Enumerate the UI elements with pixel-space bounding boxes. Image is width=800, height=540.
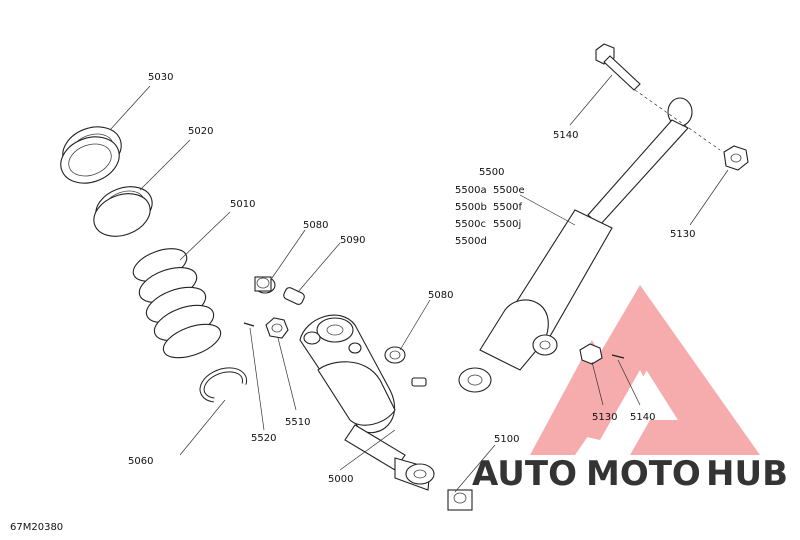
callout-5000: 5000 [328, 474, 353, 485]
watermark-logo [530, 285, 760, 455]
coil-spring-5010 [132, 248, 222, 359]
watermark-auto: AUTO [472, 454, 577, 494]
bushing-5080-right [384, 346, 406, 364]
callout-5090: 5090 [340, 235, 365, 246]
callout-5500a: 5500a [455, 185, 487, 196]
leader-lines [109, 74, 729, 493]
watermark-wordmark: AUTO MOTO HUB [472, 454, 788, 494]
bolt-5140-bottom [611, 354, 625, 359]
callout-5100: 5100 [494, 434, 519, 445]
spring-clip-5060 [199, 367, 247, 403]
watermark-moto: MOTO [586, 454, 701, 494]
bushing-5100 [447, 489, 473, 511]
callout-5520: 5520 [251, 433, 276, 444]
callout-5130-bottom: 5130 [592, 412, 617, 423]
callout-5500f: 5500f [493, 202, 522, 213]
callout-5140-top: 5140 [553, 130, 578, 141]
small-bolt [411, 377, 427, 387]
callout-5140-bottom: 5140 [630, 412, 655, 423]
bolt-5140 [595, 43, 641, 91]
shock-absorber-5000 [299, 314, 435, 491]
callout-5500e: 5500e [493, 185, 525, 196]
diagram-id: 67M20380 [10, 522, 63, 533]
callout-5510: 5510 [285, 417, 310, 428]
spring-seat-5020 [93, 186, 153, 237]
bushing-5080-left [254, 276, 276, 294]
nut-5130-top [723, 145, 749, 171]
callout-5060: 5060 [128, 456, 153, 467]
callout-5080-left: 5080 [303, 220, 328, 231]
nut-5130-bottom [579, 343, 603, 365]
shock-absorber-5500 [458, 97, 693, 393]
nut-5510 [265, 317, 289, 339]
callout-5500c: 5500c [455, 219, 486, 230]
watermark-hub: HUB [706, 454, 788, 494]
callout-5080-right: 5080 [428, 290, 453, 301]
callout-5130-top: 5130 [670, 229, 695, 240]
callout-5500j: 5500j [493, 219, 521, 230]
sleeve-5090 [283, 287, 305, 305]
callout-labels: 5030 5020 5010 5060 5080 5090 5080 5520 … [10, 72, 695, 533]
spring-retainer-5030 [60, 126, 122, 184]
callout-5030: 5030 [148, 72, 173, 83]
callout-5500: 5500 [479, 167, 504, 178]
callout-5010: 5010 [230, 199, 255, 210]
callout-5500d: 5500d [455, 236, 487, 247]
pin-5520 [243, 322, 255, 327]
callout-5500b: 5500b [455, 202, 487, 213]
callout-5020: 5020 [188, 126, 213, 137]
